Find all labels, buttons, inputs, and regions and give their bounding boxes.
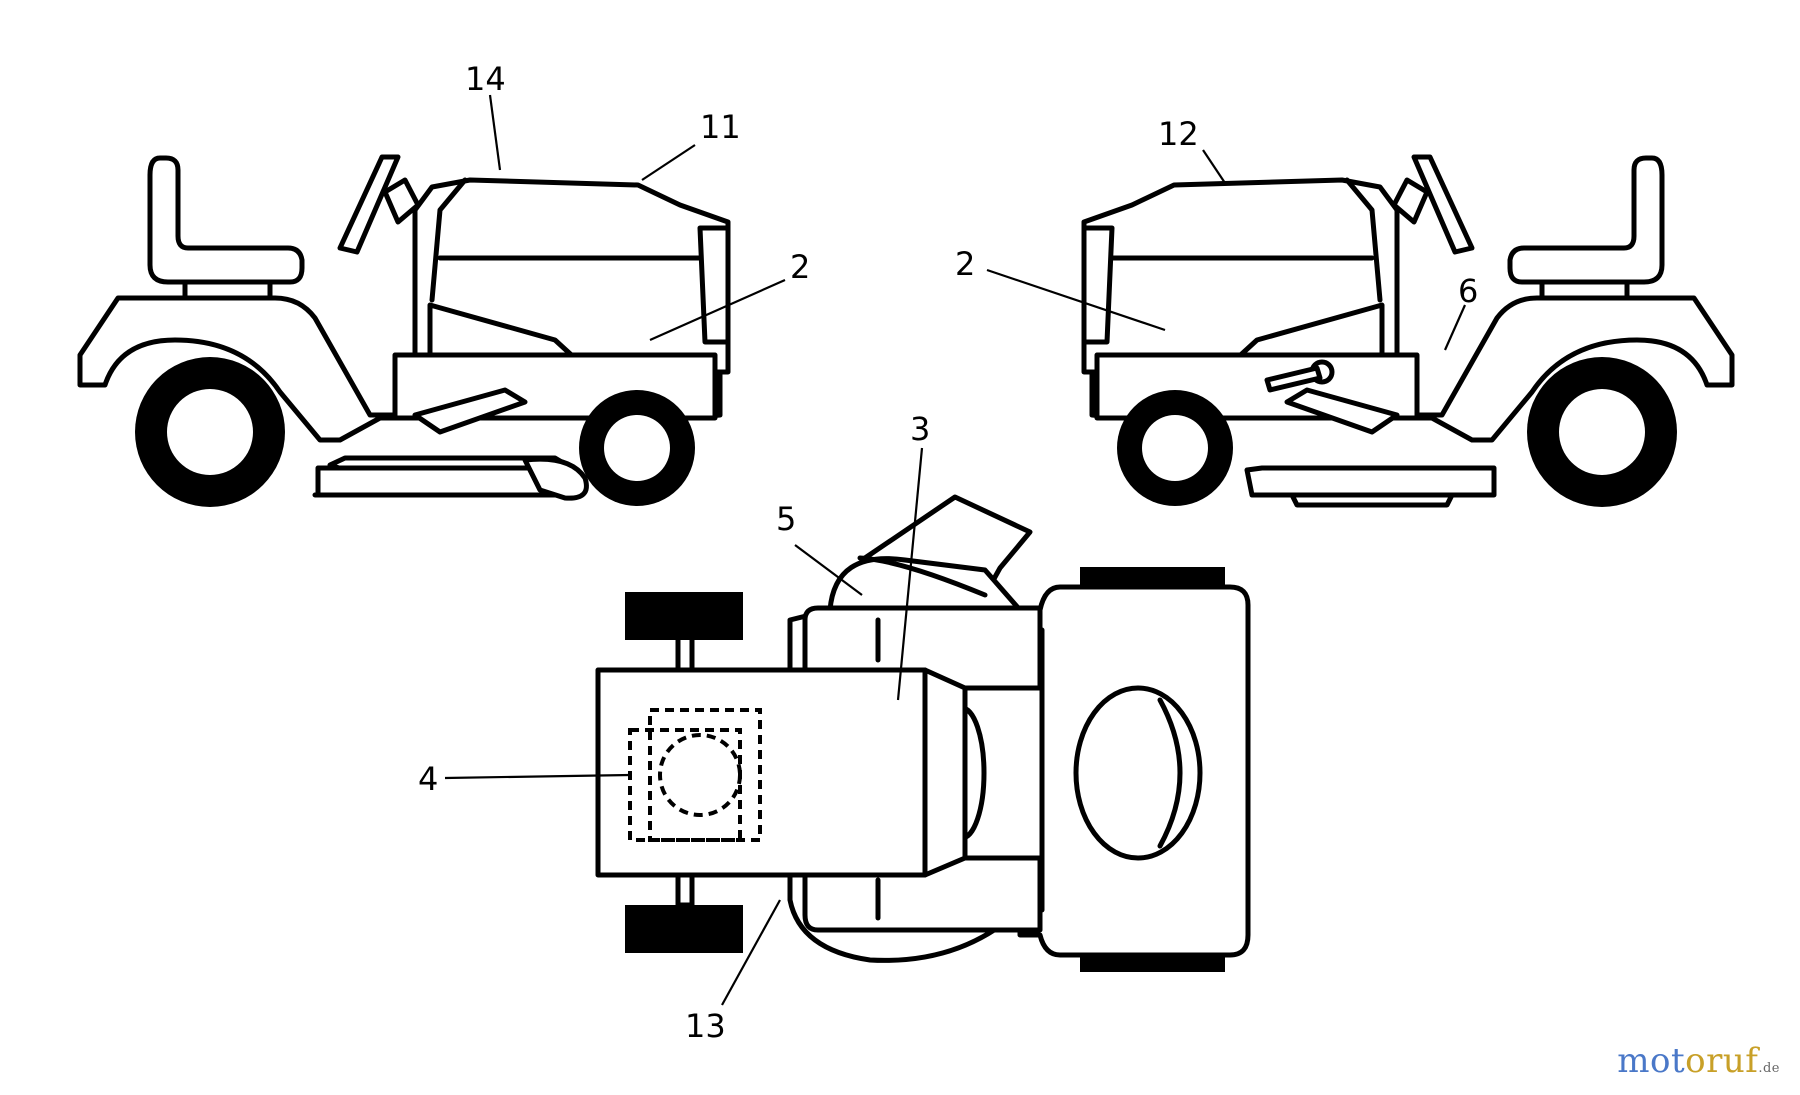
left-front-wheel-hub — [604, 415, 670, 481]
leader-14 — [488, 94, 502, 171]
left-side-view-tractor — [77, 154, 731, 507]
leader-12 — [1202, 149, 1226, 184]
right-deck-underside — [1289, 492, 1455, 508]
top-front-axle-upper — [675, 632, 695, 673]
right-pedal — [1284, 387, 1400, 435]
left-pedal — [412, 387, 528, 435]
callout-4: 4 — [418, 760, 438, 798]
callout-2-left: 2 — [790, 248, 810, 286]
right-deck-body — [1244, 465, 1497, 498]
callout-3: 3 — [910, 410, 930, 448]
callout-5: 5 — [776, 500, 796, 538]
right-steering-wheel — [1411, 154, 1475, 255]
callout-13: 13 — [685, 1007, 726, 1045]
watermark-brand-part1: mot — [1617, 1041, 1686, 1081]
top-rear-wheel-upper — [1080, 567, 1225, 587]
left-discharge-chute — [522, 456, 589, 501]
right-grille — [1081, 225, 1115, 345]
left-seat — [147, 155, 305, 285]
left-steering-wheel — [337, 154, 401, 255]
top-engine-circle — [658, 733, 742, 817]
right-front-wheel-hub — [1142, 415, 1208, 481]
right-hood — [1081, 177, 1400, 375]
right-lever — [1264, 365, 1323, 393]
right-side-view-tractor — [1081, 154, 1735, 508]
leader-lines — [444, 94, 1467, 1006]
left-hood-line2 — [429, 177, 468, 303]
top-engine-outline-2 — [628, 728, 742, 842]
callout-12: 12 — [1158, 115, 1199, 153]
top-front-wheel-lower — [625, 905, 743, 953]
callout-2-right: 2 — [955, 245, 975, 283]
leader-2-right — [986, 268, 1166, 332]
top-view-tractor — [595, 494, 1251, 972]
callout-14: 14 — [465, 60, 506, 98]
leader-13 — [721, 899, 781, 1006]
right-hood-line2 — [1344, 177, 1383, 303]
left-grille — [697, 225, 731, 345]
right-steering-column — [1391, 177, 1430, 225]
left-steering-column — [382, 177, 421, 225]
left-rear-wheel-hub — [167, 389, 253, 475]
leader-11 — [641, 144, 696, 181]
top-seat-back — [1157, 697, 1183, 849]
watermark-brand-part2: oruf — [1685, 1041, 1759, 1081]
callout-11: 11 — [700, 108, 741, 146]
callout-6: 6 — [1458, 272, 1478, 310]
leader-5 — [794, 544, 863, 596]
left-hood — [412, 177, 731, 375]
right-rear-wheel-hub — [1559, 389, 1645, 475]
leader-4 — [444, 773, 631, 780]
top-seat — [1073, 685, 1203, 861]
leader-6 — [1443, 304, 1467, 351]
leader-3 — [896, 447, 924, 701]
watermark-suffix: .de — [1758, 1061, 1780, 1076]
top-dash — [922, 667, 968, 878]
top-front-wheel-upper — [625, 592, 743, 640]
right-seat — [1507, 155, 1665, 285]
left-deck-body — [315, 465, 568, 498]
leader-2-left — [649, 278, 786, 342]
watermark-brand: motoruf — [1617, 1041, 1758, 1081]
callouts: 14 11 2 12 2 6 3 5 4 13 — [418, 60, 1478, 1045]
watermark-logo: motoruf.de — [1617, 1041, 1780, 1081]
